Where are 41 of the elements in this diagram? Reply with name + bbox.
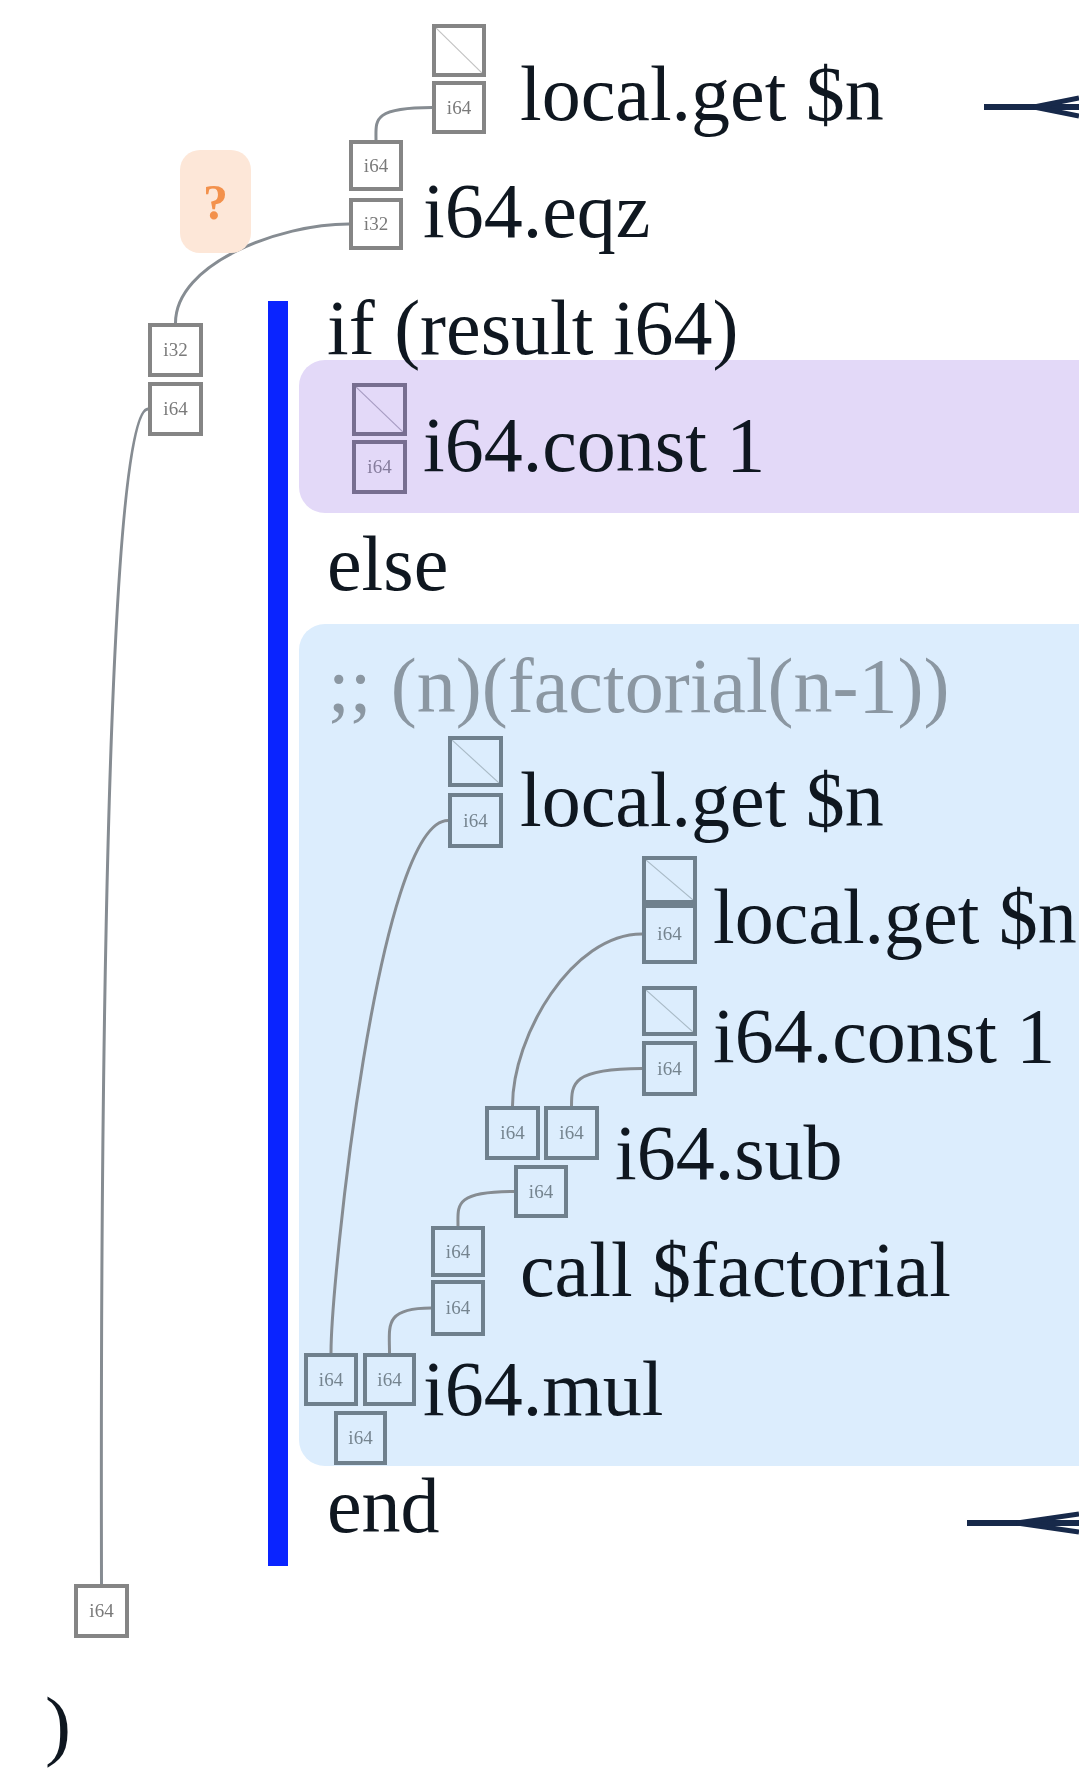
- code-block-band: [299, 624, 1079, 1466]
- instruction-text: i64.mul: [423, 1350, 664, 1428]
- connector-line: [570, 1067, 643, 1106]
- type-box: i32: [349, 198, 403, 250]
- instruction-text: else: [327, 525, 449, 603]
- type-box: i64: [334, 1411, 387, 1465]
- connector-line: [456, 1190, 515, 1226]
- instruction-text: call $factorial: [520, 1231, 951, 1309]
- connector-line: [329, 819, 449, 1354]
- instruction-text: i64.sub: [615, 1114, 843, 1192]
- type-box: i64: [642, 904, 697, 964]
- instruction-text: end: [327, 1467, 440, 1545]
- empty-type-box: [642, 986, 697, 1036]
- instruction-text: i64.const 1: [713, 997, 1056, 1075]
- block-bar: [268, 301, 288, 1566]
- type-box: i64: [514, 1165, 568, 1218]
- type-box: i64: [148, 382, 203, 436]
- connector-line: [99, 408, 150, 1584]
- type-box: i64: [448, 793, 503, 848]
- empty-type-box: [448, 736, 503, 787]
- type-box: i64: [431, 1280, 485, 1336]
- type-box: i64: [642, 1041, 697, 1096]
- type-box: i64: [352, 440, 407, 494]
- type-box: i64: [432, 81, 486, 134]
- type-box: i64: [431, 1226, 485, 1277]
- type-box: i64: [74, 1584, 129, 1638]
- connector-line: [387, 1306, 432, 1354]
- connector-line: [174, 222, 350, 324]
- type-box: i64: [349, 140, 403, 191]
- empty-type-box: [642, 856, 697, 904]
- type-box: i64: [363, 1353, 416, 1406]
- empty-type-box: [432, 24, 486, 77]
- type-box: i32: [148, 323, 203, 377]
- instruction-text: i64.const 1: [423, 406, 766, 484]
- type-box: i64: [304, 1353, 358, 1406]
- type-box: i64: [485, 1106, 540, 1160]
- empty-type-box: [352, 383, 407, 436]
- connector-line: [511, 932, 643, 1107]
- connector-line: [374, 106, 433, 140]
- type-box: i64: [544, 1106, 599, 1160]
- question-badge: ?: [180, 150, 251, 253]
